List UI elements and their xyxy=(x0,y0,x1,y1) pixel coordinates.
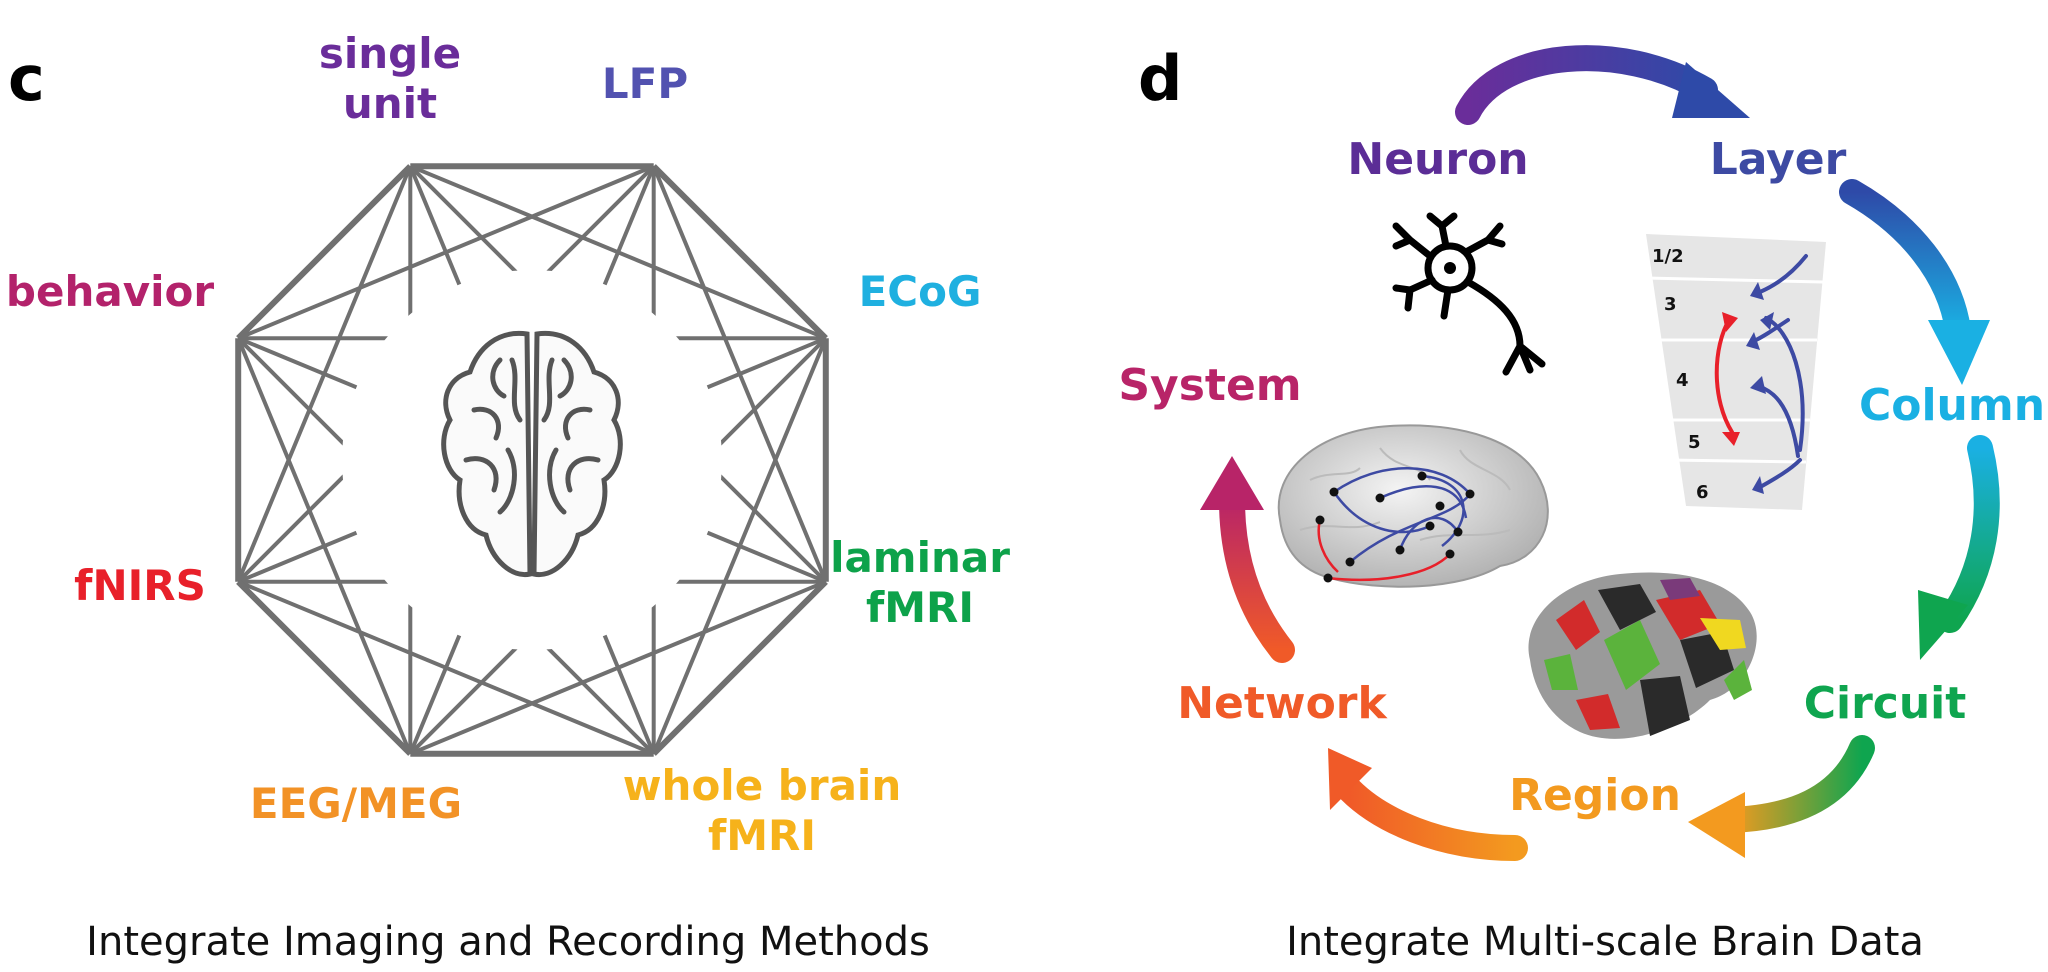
scale-label-neuron: Neuron xyxy=(1347,134,1528,185)
layer-number: 6 xyxy=(1696,482,1709,503)
arrow-network-to-system-head xyxy=(1200,456,1264,510)
network-brain-image xyxy=(1277,424,1549,588)
brain-top-view-icon xyxy=(441,330,623,578)
arrow-circuit-to-region-head xyxy=(1688,792,1745,858)
method-label-line: whole brain xyxy=(623,761,901,810)
connection-line xyxy=(651,164,828,341)
connection-line xyxy=(236,164,413,341)
scale-label-system: System xyxy=(1118,360,1301,411)
panel-d-letter: d xyxy=(1138,42,1182,115)
arrow-neuron-to-layer-head xyxy=(1672,62,1750,118)
scale-label-column: Column xyxy=(1859,380,2045,431)
method-label-ecog: ECoG xyxy=(859,267,982,316)
method-label-line: ECoG xyxy=(859,267,982,316)
arrow-region-to-network-head xyxy=(1328,748,1372,810)
panel-c-caption: Integrate Imaging and Recording Methods xyxy=(86,919,930,965)
arrow-column-to-circuit-head xyxy=(1918,590,1968,660)
arrow-network-to-system xyxy=(1219,487,1295,663)
arrow-layer-to-column-head xyxy=(1928,320,1990,385)
center-clear-area xyxy=(342,270,722,650)
method-label-eeg: EEG/MEG xyxy=(250,779,462,828)
arrow-region-to-network xyxy=(1337,777,1528,861)
connection-line xyxy=(651,579,828,756)
method-network-octagon xyxy=(235,163,829,757)
method-label-line: behavior xyxy=(6,267,214,316)
neuron-icon xyxy=(1392,212,1546,376)
scale-label-region: Region xyxy=(1509,770,1681,821)
cycle-arrows xyxy=(1200,45,2000,861)
arrow-column-to-circuit xyxy=(1937,435,2000,633)
scale-label-circuit: Circuit xyxy=(1804,678,1967,729)
connection-line xyxy=(237,579,655,756)
connection-line xyxy=(237,164,655,341)
method-label-behavior: behavior xyxy=(6,267,214,316)
layer-number: 4 xyxy=(1676,370,1689,391)
arrow-neuron-to-layer xyxy=(1455,45,1718,125)
method-label-line: EEG/MEG xyxy=(250,779,462,828)
panel-c-letter: c xyxy=(8,42,45,115)
arrow-layer-to-column xyxy=(1839,179,1971,343)
method-label-fnirs: fNIRS xyxy=(74,561,206,610)
method-label-line: single xyxy=(319,29,461,78)
method-label-line: LFP xyxy=(602,59,688,108)
arrow-circuit-to-region xyxy=(1717,735,1875,833)
cortical-layers-diagram: 1/2 3 4 5 6 xyxy=(1646,234,1826,510)
method-label-lfp: LFP xyxy=(602,59,688,108)
layer-number: 5 xyxy=(1688,432,1701,453)
method-label-line: fNIRS xyxy=(74,561,206,610)
connection-line xyxy=(236,579,413,756)
method-label-line: laminar xyxy=(830,533,1010,582)
method-label-line: unit xyxy=(343,79,437,128)
scale-label-network: Network xyxy=(1177,678,1388,729)
connection-line xyxy=(236,337,413,755)
layer-number: 3 xyxy=(1664,294,1677,315)
layer-number: 1/2 xyxy=(1652,246,1684,267)
connection-line xyxy=(409,579,827,756)
parcellated-brain-image xyxy=(1528,572,1757,739)
panel-d-caption: Integrate Multi-scale Brain Data xyxy=(1286,919,1924,965)
scale-label-layer: Layer xyxy=(1710,134,1847,185)
method-label-line: fMRI xyxy=(866,583,974,632)
method-label-line: fMRI xyxy=(708,811,816,860)
